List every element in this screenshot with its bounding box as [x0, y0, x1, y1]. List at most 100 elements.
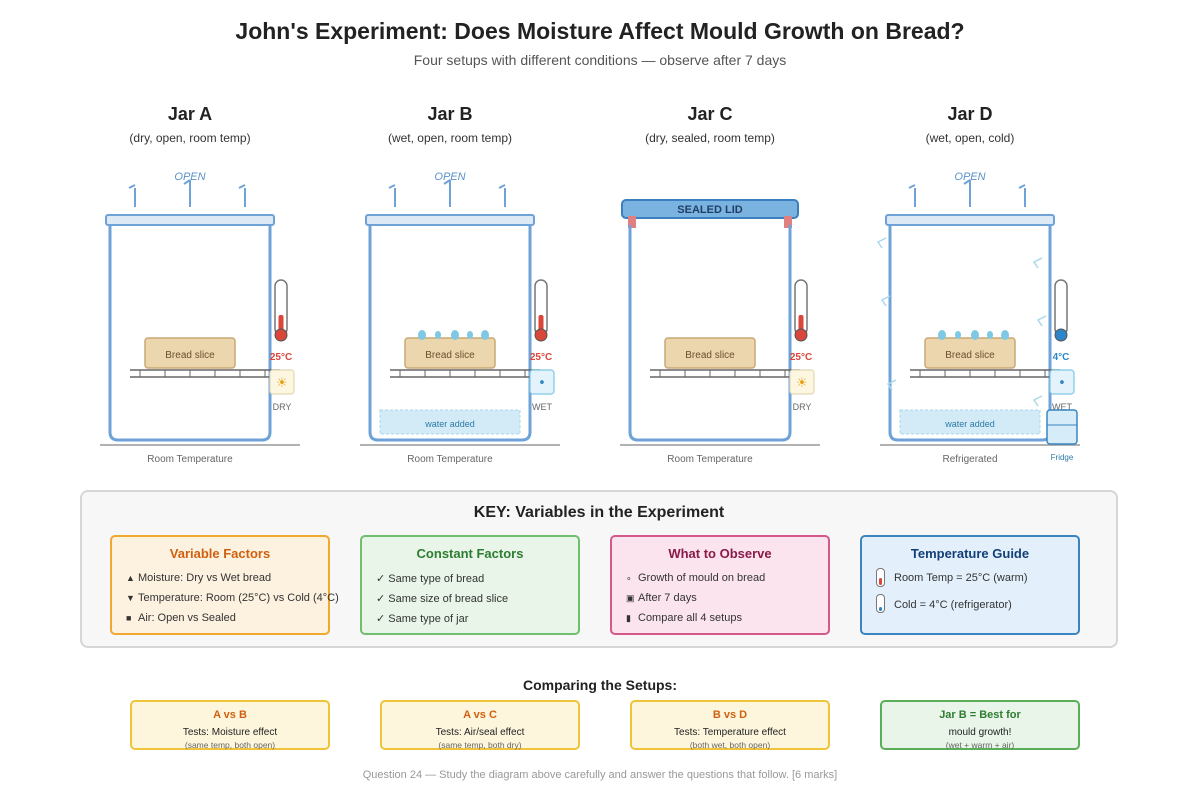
compare-card-line: mould growth! — [948, 727, 1012, 738]
sun-icon — [269, 369, 295, 395]
base-label: Room Temperature — [147, 454, 233, 465]
jar-name: Jar C — [687, 104, 732, 124]
jar-body — [628, 225, 792, 442]
jar-rim — [365, 214, 535, 226]
sun-icon-glyph: ☀ — [276, 376, 288, 391]
thermometer-icon: ▼ — [126, 593, 135, 603]
jar-rim — [105, 214, 275, 226]
water-droplet — [481, 330, 489, 340]
water-droplet — [451, 330, 459, 340]
calendar-icon: ▣ — [626, 593, 635, 603]
water-layer — [379, 409, 521, 435]
cold-thermometer-icon — [876, 594, 885, 613]
jar-conditions: (wet, open, cold) — [926, 131, 1015, 145]
jar-conditions: (dry, sealed, room temp) — [645, 131, 775, 145]
temperature-guide-item: Room Temp = 25°C (warm) — [894, 572, 1028, 584]
observe-item: ▮Compare all 4 setups — [626, 612, 742, 624]
variable-factor-item: ▼Temperature: Room (25°C) vs Cold (4°C) — [126, 592, 339, 604]
jar-name: Jar B — [427, 104, 472, 124]
what-to-observe-card: What to Observe ∘Growth of mould on brea… — [610, 535, 830, 635]
bread-slice — [664, 337, 756, 369]
thermometer-level — [798, 315, 804, 333]
jar-rim — [885, 214, 1055, 226]
warm-thermometer-icon — [876, 568, 885, 587]
water-drop-icon-glyph: • — [1058, 376, 1066, 391]
water-drop-icon — [1049, 369, 1075, 395]
temperature-label: 25°C — [530, 352, 552, 363]
water-droplet — [987, 331, 993, 339]
compare-card-title: Jar B = Best for — [939, 709, 1021, 721]
compare-card-a-vs-c: A vs C Tests: Air/seal effect (same temp… — [380, 700, 580, 750]
comparing-title: Comparing the Setups: — [522, 677, 677, 693]
compare-card-note: (both wet, both open) — [689, 740, 771, 750]
fridge-icon — [1046, 409, 1078, 445]
air-flow-arrow — [238, 184, 246, 207]
water-label: water added — [944, 419, 995, 429]
thermometer-bulb — [1054, 328, 1068, 342]
key-title: KEY: Variables in the Experiment — [473, 504, 725, 521]
cold-air-mark — [886, 379, 897, 391]
open-label: OPEN — [174, 171, 205, 183]
water-drop-icon — [529, 369, 555, 395]
jar-conditions: (dry, open, room temp) — [129, 131, 250, 145]
moisture-icon: ▲ — [126, 573, 135, 583]
water-droplet — [418, 330, 426, 340]
variable-factor-item: ■Air: Open vs Sealed — [126, 612, 236, 624]
compare-card-note: (wet + warm + air) — [945, 740, 1015, 750]
sealed-lid — [621, 199, 799, 219]
compare-card-line: Tests: Temperature effect — [674, 727, 786, 738]
key-panel: KEY: Variables in the Experiment Variabl… — [80, 490, 1118, 648]
jar-body — [368, 225, 532, 442]
air-flow-arrow — [183, 179, 191, 207]
water-drop-icon-glyph: • — [538, 376, 546, 391]
thermometer-level — [278, 315, 284, 333]
compare-card-line: Tests: Moisture effect — [182, 727, 278, 738]
temperature-guide-title: Temperature Guide — [910, 546, 1030, 561]
air-flow-arrow — [388, 184, 396, 207]
bread-slice — [144, 337, 236, 369]
compare-card-title: A vs C — [463, 709, 497, 721]
thermometer — [1054, 279, 1068, 336]
compare-card-note: (same temp, both open) — [184, 740, 276, 750]
state-label: WET — [532, 402, 552, 412]
constant-factors-title: Constant Factors — [416, 546, 524, 561]
temperature-label: 25°C — [790, 352, 812, 363]
compare-card-a-vs-b: A vs B Tests: Moisture effect (same temp… — [130, 700, 330, 750]
water-droplet — [938, 330, 946, 340]
compare-card-line: Tests: Air/seal effect — [435, 727, 525, 738]
bar-chart-icon: ▮ — [626, 613, 631, 623]
thermometer-bulb — [534, 328, 548, 342]
water-droplet — [435, 331, 441, 339]
base-label: Refrigerated — [942, 454, 997, 465]
sun-icon-glyph: ☀ — [796, 376, 808, 391]
magnifier-icon: ∘ — [626, 573, 632, 583]
bread-slice — [404, 337, 496, 369]
observe-item: ▣After 7 days — [626, 592, 697, 604]
open-label: OPEN — [434, 171, 465, 183]
bread-label: Bread slice — [685, 350, 735, 361]
observe-item: ∘Growth of mould on bread — [626, 572, 766, 584]
thermometer-bulb — [274, 328, 288, 342]
base-label: Room Temperature — [667, 454, 753, 465]
compare-card-best: Jar B = Best for mould growth! (wet + wa… — [880, 700, 1080, 750]
water-layer — [899, 409, 1041, 435]
variable-factors-card: Variable Factors ▲Moisture: Dry vs Wet b… — [110, 535, 339, 635]
air-flow-arrow — [443, 179, 451, 207]
air-flow-arrow — [1018, 184, 1026, 207]
water-droplet — [467, 331, 473, 339]
state-label: WET — [1052, 402, 1072, 412]
page-subtitle: Four setups with different conditions — … — [413, 52, 787, 68]
compare-card-title: B vs D — [712, 709, 748, 721]
temperature-guide-item: Cold = 4°C (refrigerator) — [894, 599, 1012, 611]
fridge-label: Fridge — [1051, 453, 1074, 462]
compare-card-b-vs-d: B vs D Tests: Temperature effect (both w… — [630, 700, 830, 750]
air-icon: ■ — [126, 613, 132, 623]
page-title: John's Experiment: Does Moisture Affect … — [235, 18, 965, 44]
cold-air-mark — [1036, 315, 1047, 327]
footer-note: Question 24 — Study the diagram above ca… — [362, 769, 838, 781]
air-flow-arrow — [963, 179, 971, 207]
water-droplet — [971, 330, 979, 340]
jar-conditions: (wet, open, room temp) — [388, 131, 512, 145]
bread-slice — [924, 337, 1016, 369]
